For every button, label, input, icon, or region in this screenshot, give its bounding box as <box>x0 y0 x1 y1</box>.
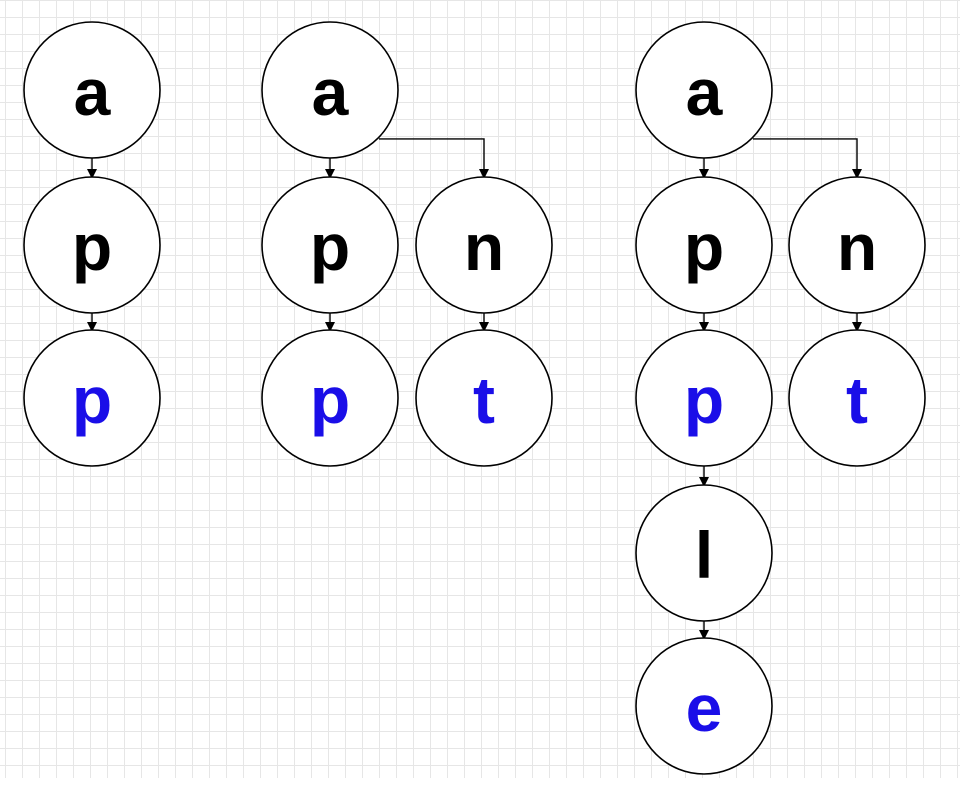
edge-a-to-p1 <box>699 158 709 179</box>
arrowhead-icon <box>699 630 709 640</box>
node-circle <box>635 637 773 775</box>
arrowhead-icon <box>699 477 709 487</box>
node-circle <box>261 21 399 159</box>
node-label-terminal: t <box>846 363 868 437</box>
edge-n-to-t <box>852 313 862 332</box>
arrowhead-icon <box>852 169 862 179</box>
node-circle <box>261 329 399 467</box>
canvas-edge-right <box>960 0 968 804</box>
edge-p1-to-p2 <box>699 313 709 332</box>
node-label: n <box>837 210 877 284</box>
node-label-terminal: p <box>684 363 724 437</box>
node-label: a <box>74 55 112 129</box>
node-label: a <box>312 55 350 129</box>
edge-l-to-e <box>699 621 709 640</box>
node-p1: p <box>261 176 399 314</box>
arrowhead-icon <box>699 322 709 332</box>
arrowhead-icon <box>87 169 97 179</box>
node-p1: p <box>23 176 161 314</box>
node-e: e <box>635 637 773 775</box>
node-n: n <box>788 176 926 314</box>
edge-a-to-p1 <box>87 158 97 179</box>
canvas-edge-bottom <box>0 778 968 804</box>
node-label: p <box>684 210 724 284</box>
edge-a-to-p1 <box>325 158 335 179</box>
node-label: n <box>464 210 504 284</box>
node-circle <box>23 21 161 159</box>
node-p2: p <box>261 329 399 467</box>
node-a: a <box>23 21 161 159</box>
arrowhead-icon <box>325 169 335 179</box>
node-circle <box>23 329 161 467</box>
node-circle <box>415 176 553 314</box>
arrowhead-icon <box>699 169 709 179</box>
node-a: a <box>635 21 773 159</box>
arrowhead-icon <box>87 322 97 332</box>
arrowhead-icon <box>479 322 489 332</box>
node-p1: p <box>635 176 773 314</box>
node-circle <box>23 176 161 314</box>
node-label: p <box>310 210 350 284</box>
node-label: a <box>686 55 724 129</box>
trie-tree-1: a p p <box>23 21 161 467</box>
node-label: p <box>72 210 112 284</box>
edge-p1-to-p2 <box>325 313 335 332</box>
node-label-terminal: e <box>686 671 723 745</box>
node-t: t <box>415 329 553 467</box>
node-label-terminal: p <box>310 363 350 437</box>
trie-tree-2: a p p n t <box>261 21 553 467</box>
node-n: n <box>415 176 553 314</box>
node-circle <box>635 329 773 467</box>
node-label: l <box>695 518 713 592</box>
node-l: l <box>635 484 773 622</box>
node-circle <box>261 176 399 314</box>
node-a: a <box>261 21 399 159</box>
node-circle <box>788 329 926 467</box>
edge-p1-to-p2 <box>87 313 97 332</box>
node-circle <box>415 329 553 467</box>
edge-p2-to-l <box>699 466 709 487</box>
node-circle <box>788 176 926 314</box>
edge-a-to-n <box>378 138 489 179</box>
arrowhead-icon <box>479 169 489 179</box>
node-label-terminal: t <box>473 363 495 437</box>
node-t: t <box>788 329 926 467</box>
node-circle <box>635 21 773 159</box>
edge-n-to-t <box>479 313 489 332</box>
trie-tree-3: a p p l e n t <box>635 21 926 775</box>
arrowhead-icon <box>852 322 862 332</box>
node-p2: p <box>23 329 161 467</box>
node-circle <box>635 484 773 622</box>
arrowhead-icon <box>325 322 335 332</box>
edge-a-to-n <box>752 138 862 179</box>
node-label-terminal: p <box>72 363 112 437</box>
node-p2: p <box>635 329 773 467</box>
node-circle <box>635 176 773 314</box>
